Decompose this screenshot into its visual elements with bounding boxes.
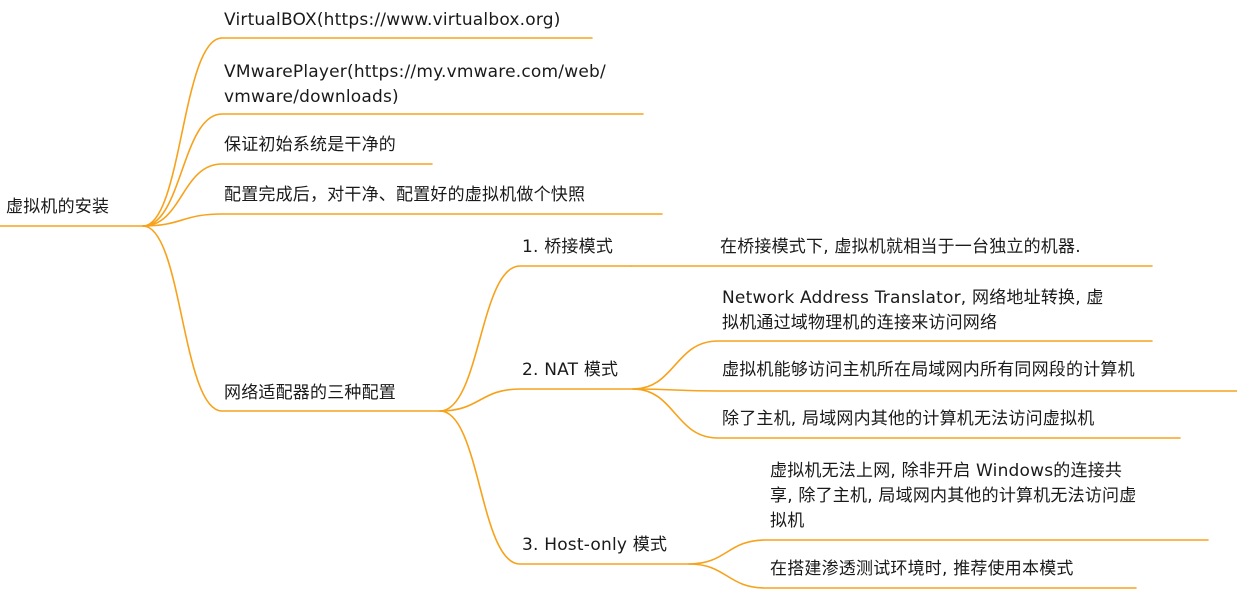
mode-nat[interactable]: 2. NAT 模式 <box>522 360 619 380</box>
nat-detail-translator[interactable]: Network Address Translator, 网络地址转换, 虚 拟机… <box>722 288 1104 333</box>
link-root-clean-system <box>142 163 433 227</box>
link-root-network <box>142 225 441 412</box>
link-network-bridge <box>439 265 632 412</box>
nat-detail-lan-access[interactable]: 虚拟机能够访问主机所在局域网内所有同网段的计算机 <box>722 360 1135 380</box>
topic-network-adapter[interactable]: 网络适配器的三种配置 <box>224 383 396 403</box>
topic-vmwareplayer[interactable]: VMwarePlayer(https://my.vmware.com/web/ … <box>224 62 606 107</box>
hostonly-detail-no-internet[interactable]: 虚拟机无法上网, 除非开启 Windows的连接共 享, 除了主机, 局域网内其… <box>770 461 1137 531</box>
mode-hostonly[interactable]: 3. Host-only 模式 <box>522 535 668 555</box>
link-root-snapshot <box>142 213 663 227</box>
topic-virtualbox[interactable]: VirtualBOX(https://www.virtualbox.org) <box>224 10 561 30</box>
link-hostonly-pentest <box>688 563 1137 589</box>
link-network-nat <box>439 388 634 412</box>
link-root-virtualbox <box>142 37 593 227</box>
link-nat-no-host <box>632 388 1181 439</box>
link-nat-translator <box>632 340 1153 390</box>
link-nat-lan-access <box>632 388 1237 392</box>
bridge-detail[interactable]: 在桥接模式下, 虚拟机就相当于一台独立的机器. <box>720 237 1081 257</box>
link-hostonly-no-internet <box>688 539 1209 565</box>
topic-clean-system[interactable]: 保证初始系统是干净的 <box>224 135 396 155</box>
topic-snapshot[interactable]: 配置完成后，对干净、配置好的虚拟机做个快照 <box>224 185 586 205</box>
link-root-vmwareplayer <box>142 113 644 227</box>
root-node[interactable]: 虚拟机的安装 <box>6 197 110 217</box>
link-network-hostonly <box>439 410 690 565</box>
nat-detail-no-host[interactable]: 除了主机, 局域网内其他的计算机无法访问虚拟机 <box>722 409 1095 429</box>
hostonly-detail-pentest[interactable]: 在搭建渗透测试环境时, 推荐使用本模式 <box>770 559 1074 579</box>
mode-bridge[interactable]: 1. 桥接模式 <box>522 237 614 257</box>
